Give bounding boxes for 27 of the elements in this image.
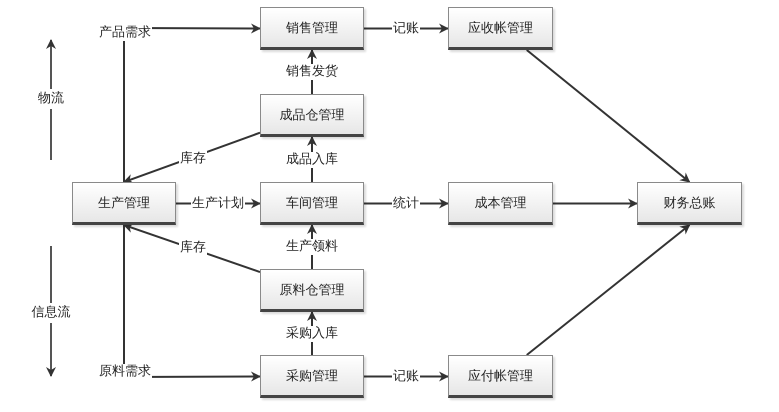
process-box: 应付帐管理 [448,355,553,398]
arrow [526,49,690,183]
process-box: 原料仓管理 [260,269,364,312]
edge-label: 生产计划 [191,196,245,212]
edge-label: 库存 [179,240,207,256]
edge-label: 生产领料 [285,239,339,255]
arrow [553,198,638,208]
edge-label: 原料需求 [98,364,152,380]
edge-label: 成品入库 [285,152,339,168]
process-box: 采购管理 [260,355,364,398]
flow-label: 物流 [38,89,64,109]
process-box: 销售管理 [260,7,364,50]
process-box: 成本管理 [448,182,553,225]
edge-label: 库存 [179,151,207,167]
edge-label: 产品需求 [98,25,152,41]
edge-label: 销售发货 [285,64,339,80]
process-box: 应收帐管理 [448,7,553,50]
process-box: 成品仓管理 [260,94,364,137]
edge-label: 统计 [392,196,420,212]
process-box: 财务总账 [637,182,742,225]
process-box: 生产管理 [72,182,176,225]
edge-label: 记账 [392,20,420,36]
edge-label: 记账 [392,368,420,384]
flow-label: 信息流 [32,303,70,323]
edge-label: 采购入库 [285,326,339,342]
process-box: 车间管理 [260,182,364,225]
arrow [526,224,690,356]
